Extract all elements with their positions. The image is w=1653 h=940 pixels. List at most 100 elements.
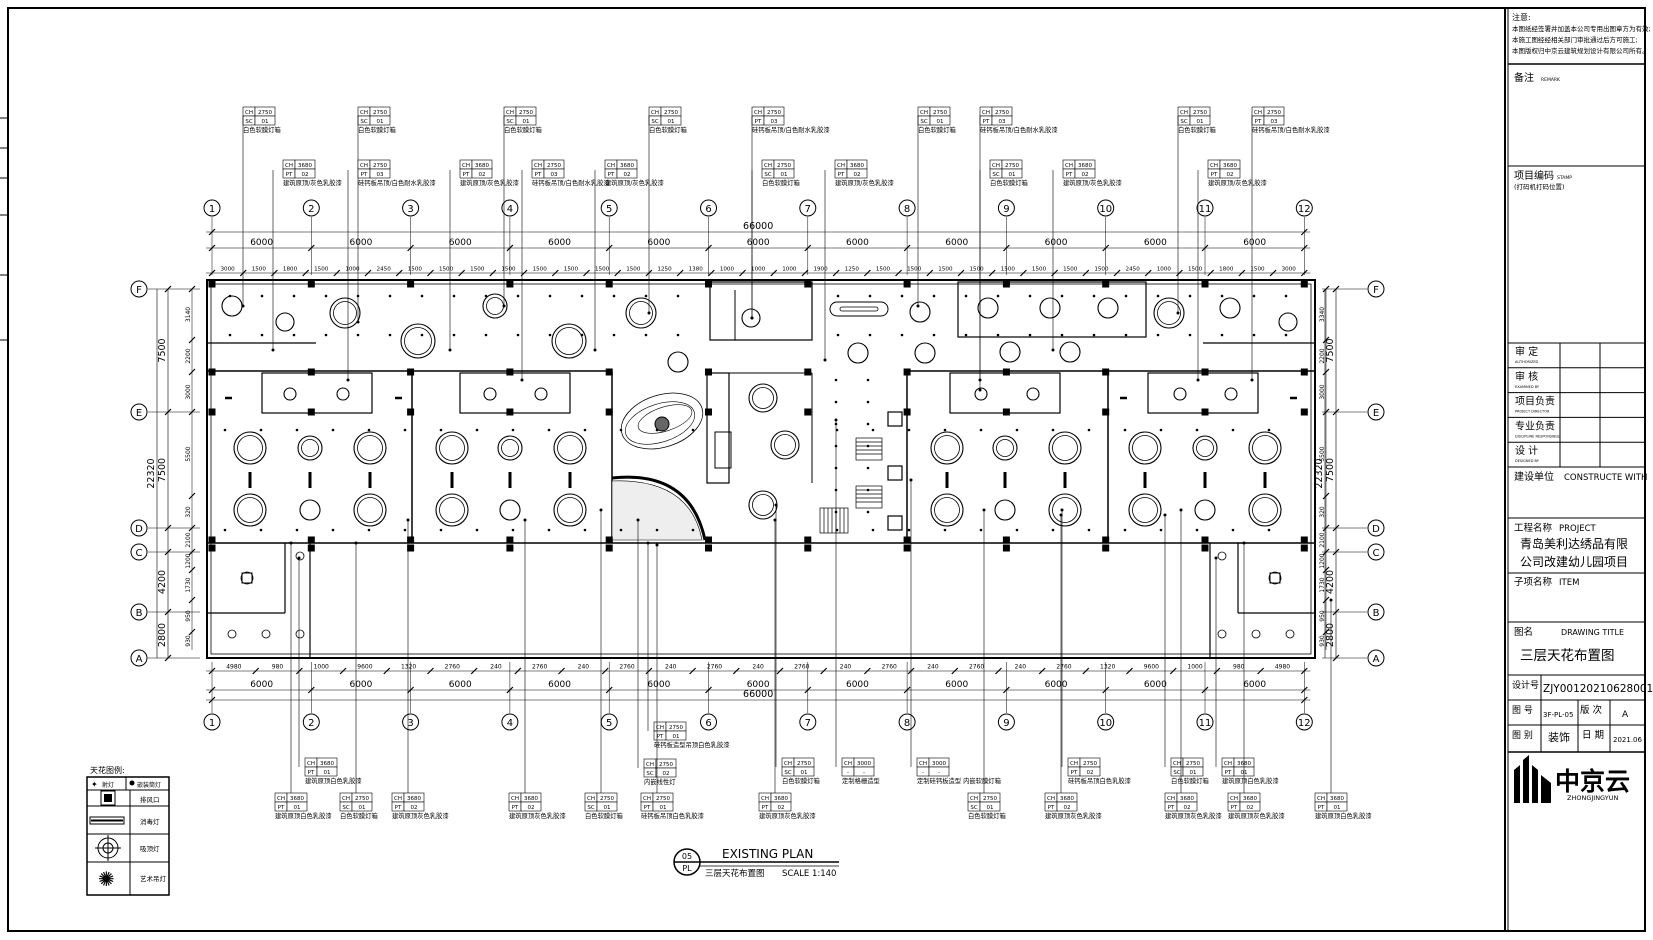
tag-value: 01 [801, 770, 808, 776]
dim-sub: 1500 [252, 267, 267, 273]
tag-code: CH [1047, 796, 1055, 802]
spotlight-dot [866, 378, 870, 382]
dim-bay: 6000 [647, 238, 670, 248]
tag-value: 03 [771, 119, 778, 125]
downlight-ring-icon [553, 493, 587, 527]
tag-value: 02 [778, 805, 785, 811]
structural-column [407, 280, 415, 288]
dim-sub: 2760 [532, 664, 547, 671]
tag-value: 2750 [659, 762, 673, 768]
dim-sub: 3000 [220, 267, 235, 273]
downlight-ring-icon [1026, 387, 1040, 401]
downlight-ring-icon [1048, 431, 1082, 465]
structural-column [903, 536, 911, 544]
spotlight-dot [324, 333, 328, 337]
spotlight-dot [1267, 528, 1271, 532]
spotlight-dot [836, 294, 840, 298]
grid-bubble-B [130, 603, 148, 621]
structural-column [1201, 536, 1209, 544]
tag-description: 建筑原顶/灰色乳胶漆 [1063, 178, 1122, 187]
grid-bubble-11 [1196, 199, 1214, 217]
tag-description: 建筑原顶/灰色乳胶漆 [605, 178, 664, 187]
structural-column [407, 408, 415, 416]
grid-label: F [1373, 285, 1379, 296]
downlight-ring-icon [329, 297, 361, 329]
structural-column [1002, 368, 1010, 376]
spotlight-dot [835, 428, 839, 432]
spotlight-dot [1267, 428, 1271, 432]
grid-bubble-3 [402, 199, 420, 217]
grid-bubble-4 [501, 713, 519, 731]
downlight-ring-icon [1059, 341, 1081, 363]
uv-lamp-icon [89, 816, 125, 825]
downlight-ring-icon [353, 493, 387, 527]
grid-bubble-8 [898, 199, 916, 217]
dim-sub: 1320 [1100, 664, 1115, 671]
tag-value: 01 [781, 172, 788, 178]
structural-column [804, 544, 812, 552]
downlight-ring-icon [483, 387, 497, 401]
tag-code: CH [506, 110, 514, 116]
dim-bay: 6000 [945, 680, 968, 690]
dim-sub: 2760 [707, 664, 722, 671]
tag-description: 建筑原顶/灰色乳胶漆 [460, 178, 519, 187]
tag-value: 02 [624, 172, 631, 178]
structural-column [307, 368, 315, 376]
dim-sub: 2760 [882, 664, 897, 671]
design-no-value: ZJY00120210628001 [1543, 683, 1653, 695]
tag-value: 2750 [656, 796, 670, 802]
spotlight-dot [868, 333, 872, 337]
dim-sub: 1500 [1188, 267, 1203, 273]
structural-column [1102, 368, 1110, 376]
tag-code: CH [992, 163, 1000, 169]
tag-description: 硅钙板造型吊顶白色乳胶漆 [654, 740, 730, 749]
tag-code: CH [919, 761, 927, 767]
grid-label: 3 [407, 718, 413, 729]
tag-code: PT [278, 805, 285, 811]
tag-value: 2750 [547, 163, 561, 169]
grid-label: B [1373, 608, 1380, 619]
spotlight-dot [1195, 528, 1199, 532]
structural-column [506, 280, 514, 288]
grid-label: D [135, 524, 143, 535]
tag-code: CH [1224, 761, 1232, 767]
downlight-ring-icon [275, 312, 295, 332]
tag-value: 3680 [1243, 796, 1257, 802]
dim-vertical-small: 5500 [185, 446, 192, 461]
dim-sub: 1500 [1094, 267, 1109, 273]
tag-code: PT [755, 119, 762, 125]
tag-value: 3680 [1180, 796, 1194, 802]
ceiling-plan [206, 279, 1316, 659]
item-label: 子项名称 [1514, 576, 1553, 588]
structural-column [903, 280, 911, 288]
tag-value: 02 [1082, 172, 1089, 178]
spotlight-dot [1092, 294, 1096, 298]
tag-value: 02 [411, 805, 418, 811]
dim-bay: 6000 [1144, 238, 1167, 248]
ceiling-lamp-icon [95, 835, 121, 861]
dim-sub: 1000 [345, 267, 360, 273]
tag-code: CH [784, 761, 792, 767]
grid-label: E [136, 408, 142, 419]
tag-value: 3680 [1078, 163, 1092, 169]
grid-label: 9 [1003, 204, 1009, 215]
revision-value: A [1622, 710, 1629, 720]
tag-code: CH [307, 761, 315, 767]
grid-label: 4 [507, 204, 513, 215]
tag-code: CH [1167, 796, 1175, 802]
grid-label: C [1373, 548, 1380, 559]
dim-vertical-small: 1200 [185, 553, 192, 568]
dim-vertical-small: 930 [185, 635, 192, 647]
tag-value: 3680 [1330, 796, 1344, 802]
spotlight-dot [475, 528, 479, 532]
grid-bubble-1 [203, 199, 221, 217]
dim-vertical-small: 2100 [185, 532, 192, 547]
tag-value: 01 [359, 805, 366, 811]
grid-bubble-3 [402, 713, 420, 731]
